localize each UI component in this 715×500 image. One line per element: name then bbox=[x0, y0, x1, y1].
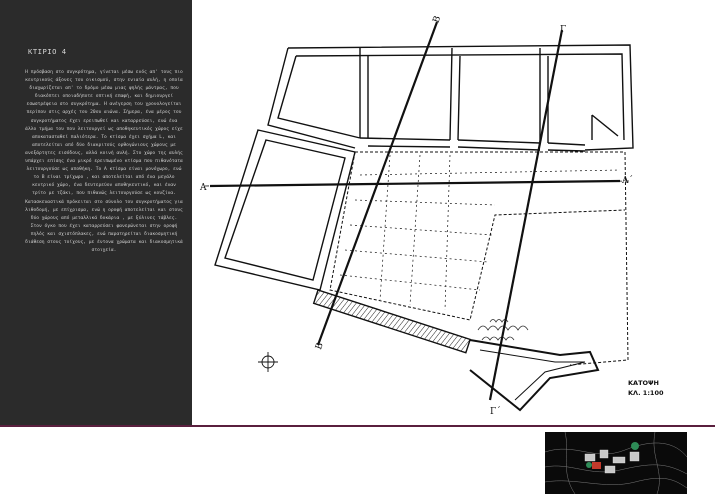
sidebar-panel: ΚΤΙΡΙΟ 4 Η πρόσβαση στο συγκρότημα, γίνε… bbox=[0, 0, 192, 425]
section-label-g-bottom: Γ΄ bbox=[490, 406, 501, 417]
section-label-b-top: Β bbox=[432, 14, 444, 24]
plan-caption-title: ΚΑΤΟΨΗ bbox=[628, 379, 659, 387]
plan-caption: ΚΑΤΟΨΗ ΚΛ. 1:100 bbox=[628, 378, 664, 398]
building-b-inner-wall bbox=[295, 53, 625, 141]
building-a-inner-wall bbox=[224, 139, 346, 281]
north-arrow-icon bbox=[258, 352, 278, 372]
building-b-left-room bbox=[267, 47, 361, 149]
section-label-b-bottom: Β bbox=[314, 341, 326, 351]
location-minimap bbox=[545, 432, 687, 494]
building-b-outer-wall bbox=[287, 44, 634, 151]
section-label-a-right: Α΄ bbox=[621, 175, 633, 186]
courtyard-paving bbox=[339, 154, 621, 311]
south-wall-hatch bbox=[312, 289, 472, 354]
footer-divider bbox=[0, 425, 715, 427]
building-description: Η πρόσβαση στο συγκρότημα, γίνεται μέσω … bbox=[25, 70, 183, 254]
ruined-structure-inner bbox=[479, 349, 586, 401]
building-b-front-wall bbox=[359, 137, 586, 152]
room-divider-2 bbox=[449, 47, 461, 141]
section-label-a-left: Α bbox=[199, 183, 207, 193]
room-divider-1 bbox=[359, 48, 369, 138]
section-label-g-top: Γ bbox=[560, 25, 566, 35]
room-divider-3 bbox=[539, 48, 549, 143]
plan-caption-scale: ΚΛ. 1:100 bbox=[628, 389, 664, 397]
small-room-door bbox=[591, 114, 619, 140]
ruined-structure bbox=[469, 339, 600, 412]
floor-plan-drawing: Α Α΄ Β Β Γ Γ΄ bbox=[199, 14, 634, 417]
section-line-g bbox=[488, 29, 564, 401]
minimap-highlight bbox=[592, 462, 601, 469]
courtyard-wall bbox=[329, 151, 629, 366]
section-line-b bbox=[316, 21, 439, 346]
building-title: ΚΤΙΡΙΟ 4 bbox=[28, 47, 67, 56]
